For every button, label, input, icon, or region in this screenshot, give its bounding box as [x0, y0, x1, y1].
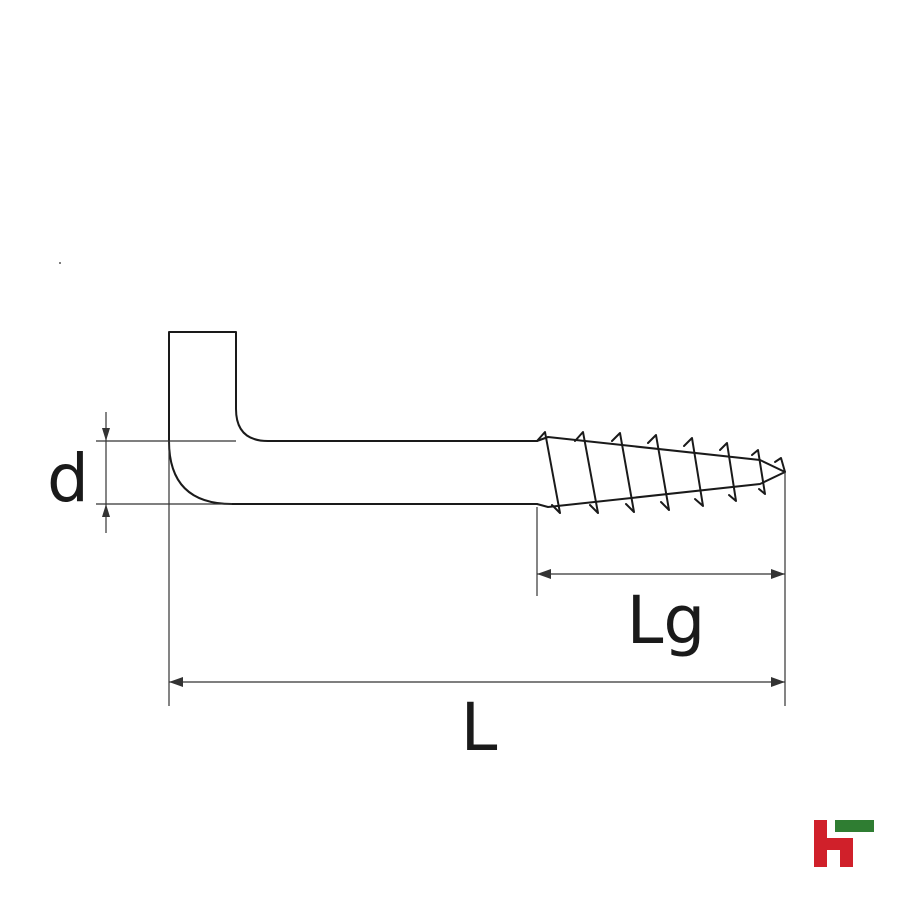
lg-arrow-left	[537, 569, 551, 579]
dimension-lines	[96, 412, 786, 706]
d-arrow-top	[102, 428, 110, 441]
brand-logo	[814, 820, 874, 867]
l-arrow-right	[771, 677, 785, 687]
thread-core-outline	[536, 436, 786, 508]
lg-arrow-right	[771, 569, 785, 579]
thread-length-label: Lg	[627, 582, 706, 659]
total-length-label: L	[461, 689, 498, 766]
hook-shank-outline	[168, 331, 538, 505]
diameter-label: d	[47, 440, 89, 517]
l-arrow-left	[169, 677, 183, 687]
arrowheads	[102, 428, 785, 687]
thread-crests	[536, 431, 786, 514]
speck	[59, 262, 61, 264]
hook-screw	[168, 331, 786, 514]
d-arrow-bottom	[102, 504, 110, 517]
